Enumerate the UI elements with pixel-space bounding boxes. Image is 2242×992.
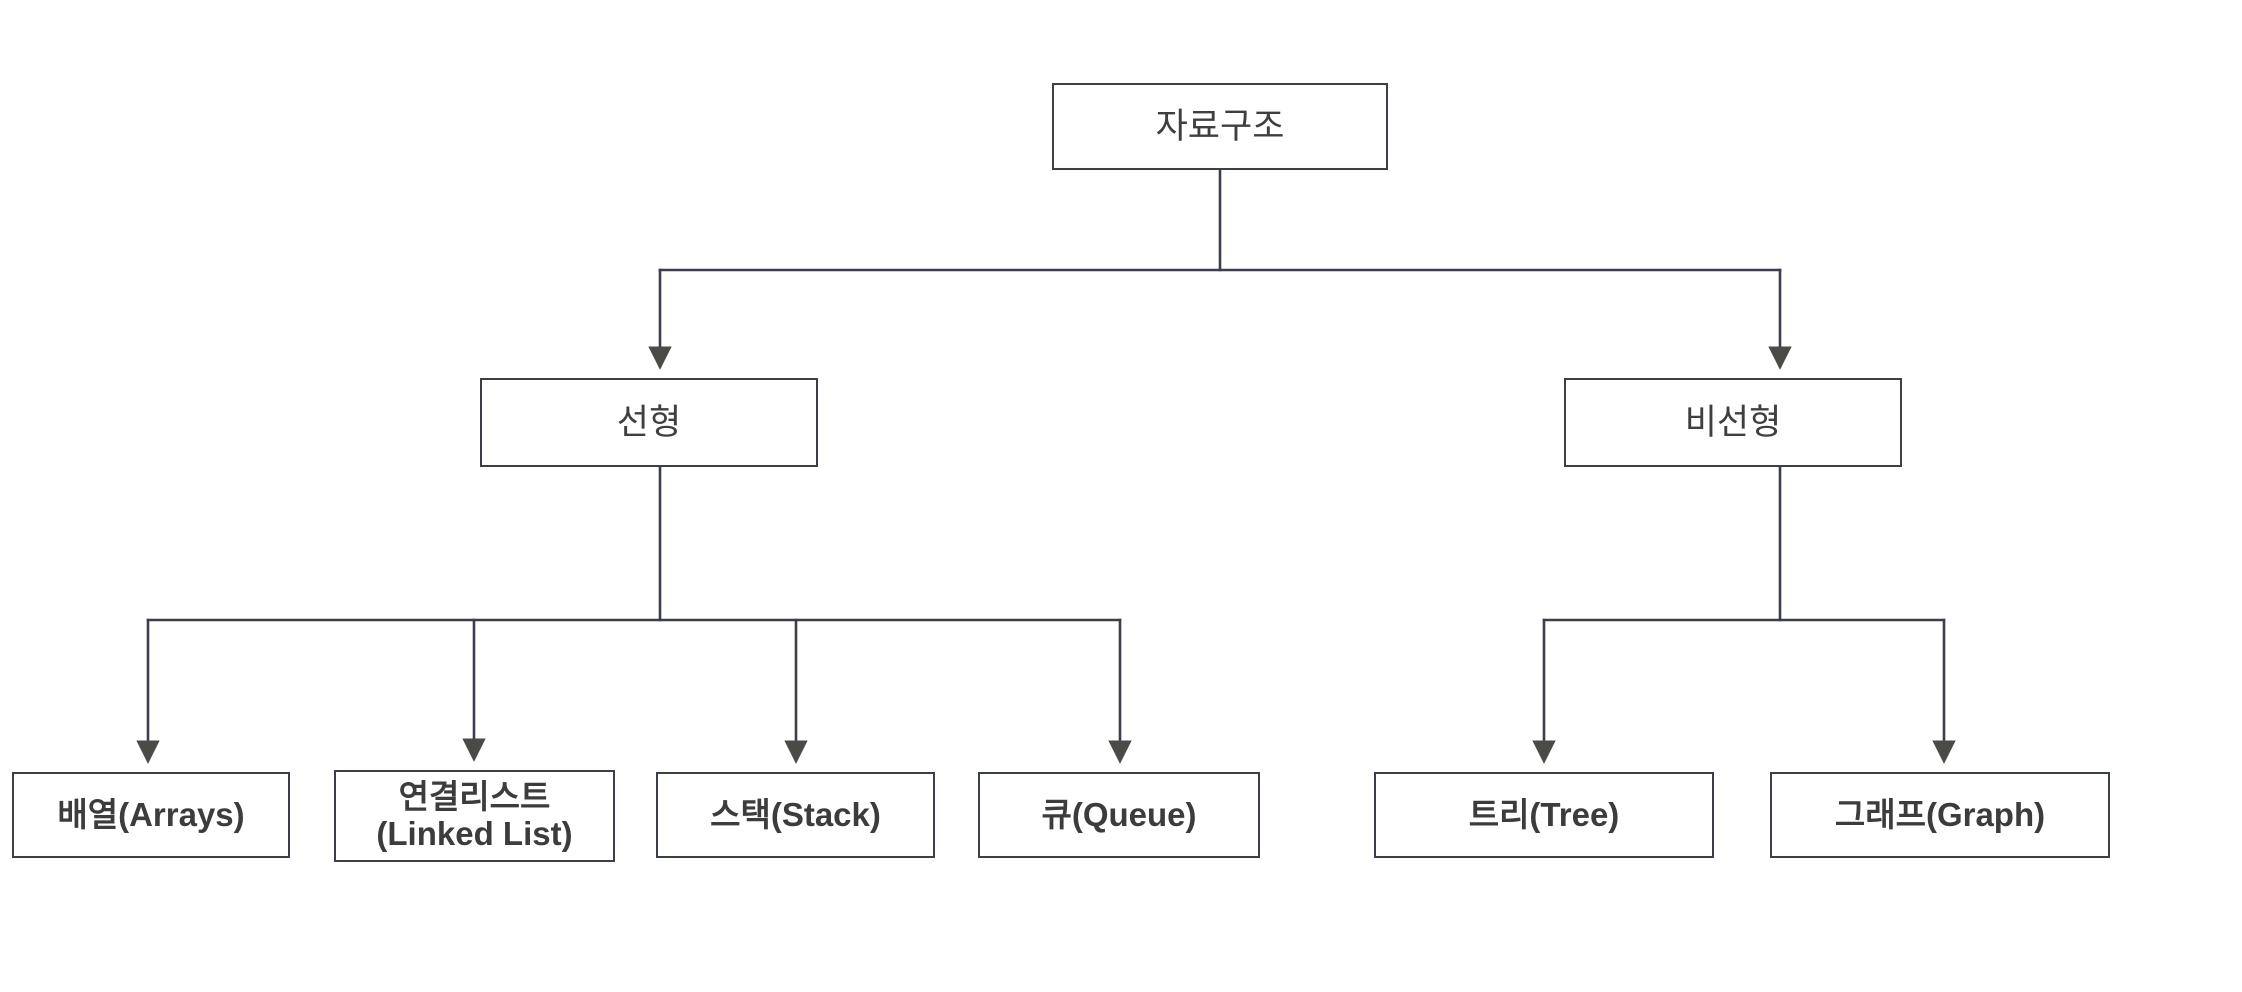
node-data-structure[interactable]: 자료구조 <box>1052 83 1388 170</box>
node-queue[interactable]: 큐(Queue) <box>978 772 1260 858</box>
node-data-structure-label: 자료구조 <box>1155 106 1285 146</box>
node-tree[interactable]: 트리(Tree) <box>1374 772 1714 858</box>
node-graph-label: 그래프(Graph) <box>1834 795 2046 833</box>
node-tree-label: 트리(Tree) <box>1468 795 1620 833</box>
node-nonlinear-label: 비선형 <box>1684 402 1782 442</box>
node-linked-list[interactable]: 연결리스트 (Linked List) <box>334 770 615 862</box>
node-linked-list-label: 연결리스트 (Linked List) <box>376 778 573 852</box>
node-stack[interactable]: 스택(Stack) <box>656 772 935 858</box>
node-queue-label: 큐(Queue) <box>1041 795 1197 833</box>
node-stack-label: 스택(Stack) <box>710 795 881 833</box>
node-arrays-label: 배열(Arrays) <box>57 795 245 833</box>
node-graph[interactable]: 그래프(Graph) <box>1770 772 2110 858</box>
node-linear[interactable]: 선형 <box>480 378 818 467</box>
node-arrays[interactable]: 배열(Arrays) <box>12 772 290 858</box>
node-nonlinear[interactable]: 비선형 <box>1564 378 1902 467</box>
node-linear-label: 선형 <box>616 402 682 442</box>
